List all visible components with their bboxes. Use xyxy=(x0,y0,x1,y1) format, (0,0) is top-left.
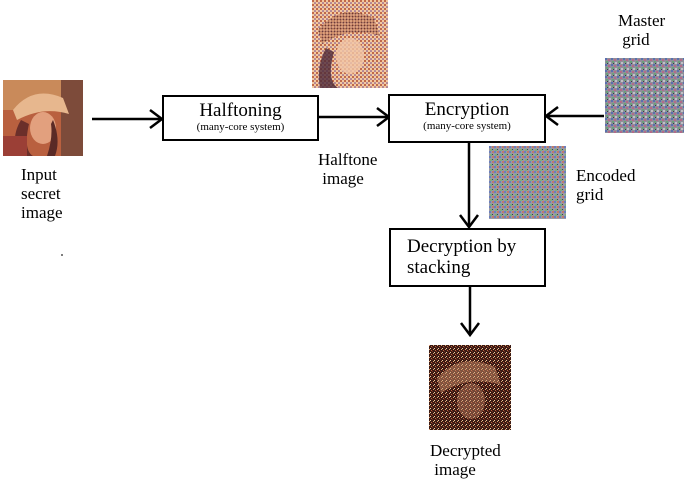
input-image xyxy=(3,80,83,156)
encoded-grid-image xyxy=(489,146,566,219)
decryption-title: Decryption by stacking xyxy=(407,236,517,278)
halftoning-subtitle: (many-core system) xyxy=(196,121,285,133)
encryption-box: Encryption (many-core system) xyxy=(388,94,546,143)
decrypted-image xyxy=(429,345,511,430)
encryption-subtitle: (many-core system) xyxy=(423,120,511,132)
halftone-image xyxy=(312,0,388,88)
halftoning-box: Halftoning (many-core system) xyxy=(162,95,319,141)
arrowhead-encryption-right xyxy=(543,106,559,126)
master-grid-label: Master grid xyxy=(618,11,666,49)
master-grid-image xyxy=(605,58,684,133)
input-secret-image-label: Input secret image xyxy=(21,165,63,222)
encoded-grid-label: Encoded grid xyxy=(576,166,636,204)
arrowhead-decryption xyxy=(459,214,479,230)
halftone-image-label: Halftone image xyxy=(318,150,378,188)
arrowhead-output xyxy=(460,322,480,338)
decrypted-image-label: Decrypted image xyxy=(430,441,501,479)
encryption-title: Encryption xyxy=(424,99,510,120)
decryption-box: Decryption by stacking xyxy=(389,228,546,287)
halftoning-title: Halftoning xyxy=(199,100,282,121)
stray-dot xyxy=(61,254,63,256)
